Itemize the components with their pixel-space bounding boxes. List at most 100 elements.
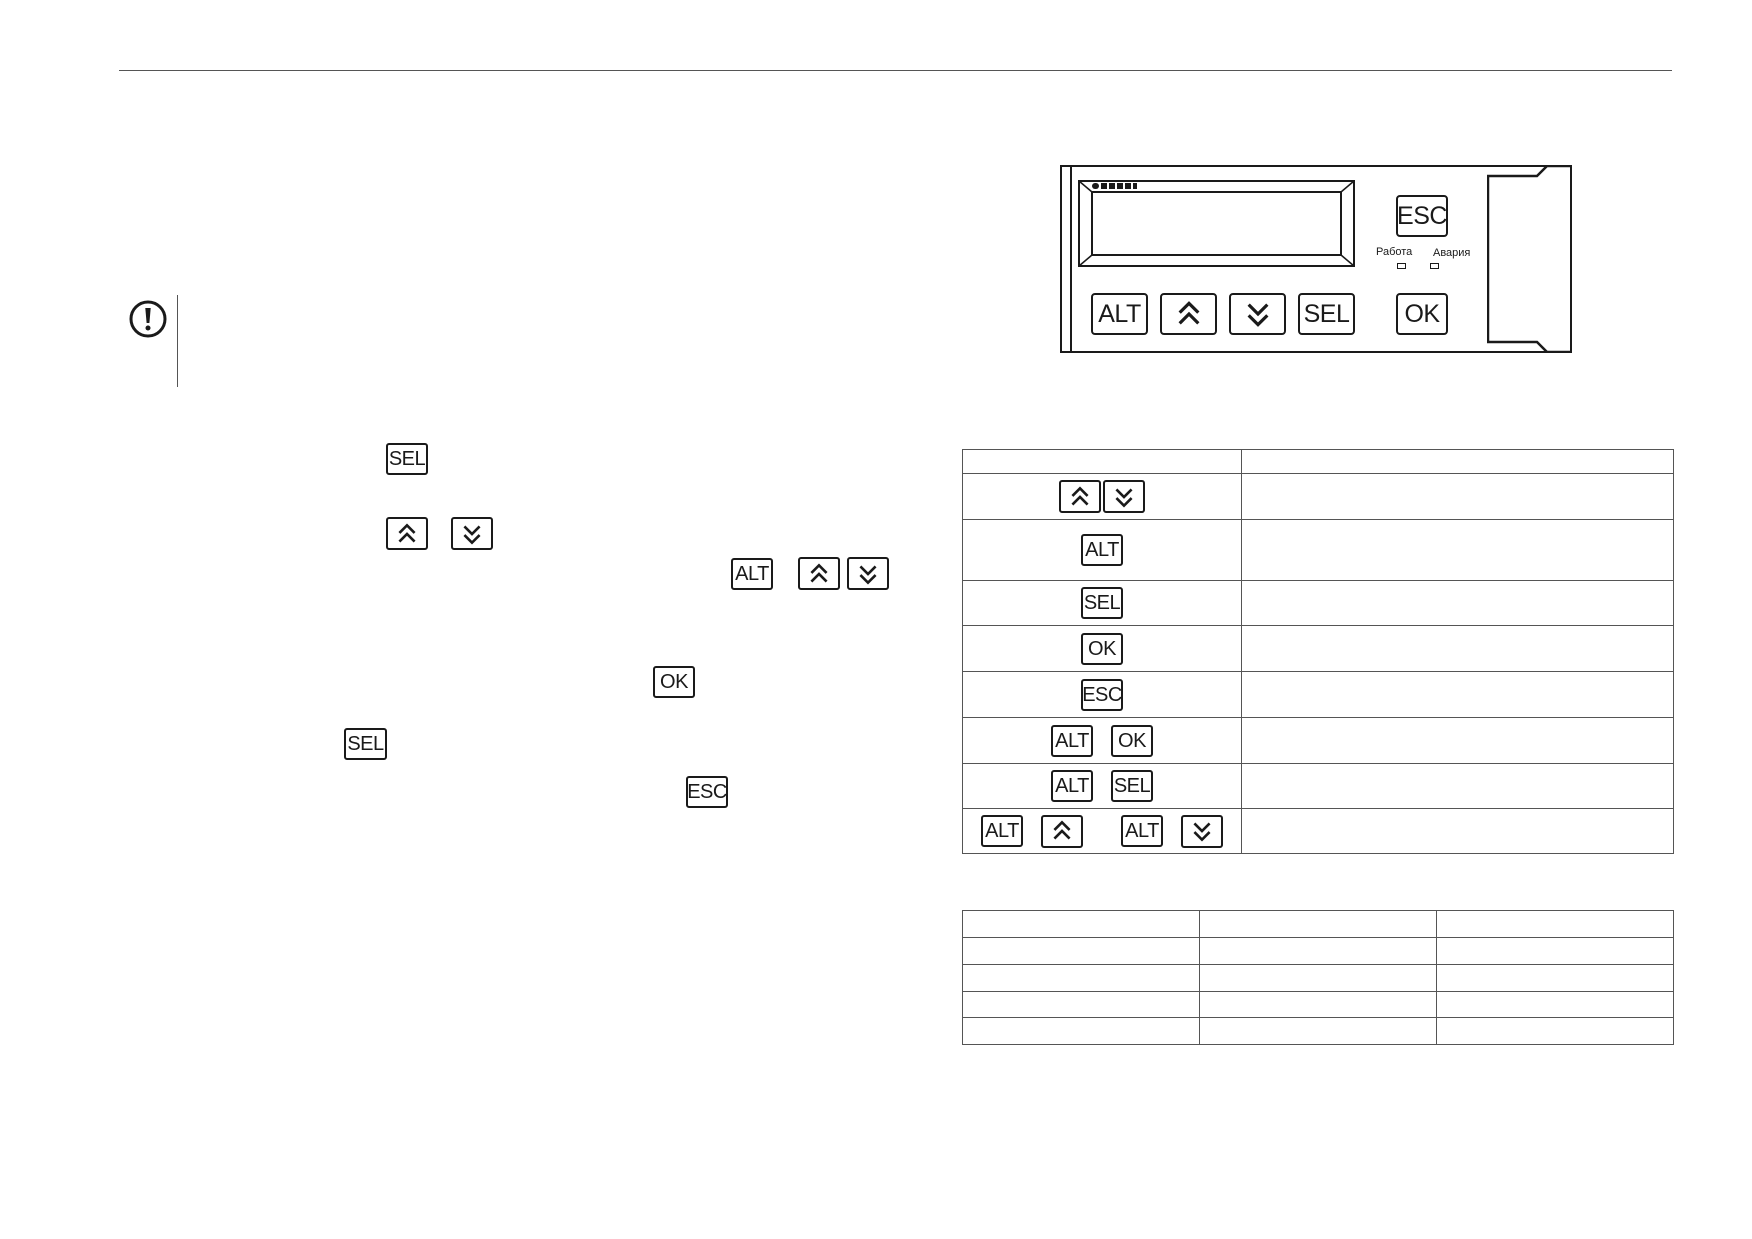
table-header-cell <box>1241 449 1674 474</box>
table-cell <box>1199 910 1437 938</box>
second-table <box>962 910 1674 1045</box>
description-cell <box>1241 808 1674 854</box>
double-chevron-up-icon <box>1049 818 1075 844</box>
key-cell: ALT ALT <box>962 808 1242 854</box>
device-front-panel: ESC Работа Авария ALT SEL OK <box>1060 165 1572 353</box>
table-row <box>962 473 1674 520</box>
table-row <box>962 1017 1674 1045</box>
down-key <box>1181 814 1223 848</box>
table-header-row <box>962 910 1674 938</box>
alt-key: ALT <box>1081 534 1123 566</box>
esc-key: ESC <box>686 776 728 808</box>
ok-button[interactable]: OK <box>1396 293 1448 335</box>
table-row: OK <box>962 625 1674 672</box>
table-cell <box>1199 1017 1437 1045</box>
ok-key: OK <box>1081 632 1123 665</box>
double-chevron-down-icon <box>855 561 881 587</box>
table-cell <box>1436 937 1674 965</box>
table-cell <box>1199 964 1437 992</box>
table-cell <box>962 937 1200 965</box>
table-cell <box>1436 964 1674 992</box>
ok-key: OK <box>1111 724 1153 757</box>
table-row: ALT <box>962 519 1674 581</box>
panel-frame <box>1060 165 1572 353</box>
table-row <box>962 964 1674 992</box>
ok-key: OK <box>653 666 695 698</box>
table-row: ALT OK <box>962 717 1674 764</box>
table-row: ALT ALT <box>962 808 1674 854</box>
alt-key: ALT <box>981 815 1023 847</box>
up-button[interactable] <box>1160 293 1217 335</box>
keys-table: ALT SEL OK ESC ALT O <box>962 449 1674 854</box>
down-key <box>1103 480 1145 513</box>
table-cell <box>962 1017 1200 1045</box>
table-cell <box>1199 991 1437 1018</box>
table-header-cell <box>962 449 1242 474</box>
led-alarm-label: Авария <box>1433 247 1471 259</box>
double-chevron-up-icon <box>394 521 420 547</box>
double-chevron-up-icon <box>1173 298 1205 330</box>
brand-logo <box>1092 183 1137 189</box>
description-cell <box>1241 625 1674 672</box>
double-chevron-up-icon <box>1067 484 1093 510</box>
sel-key: SEL <box>386 443 428 475</box>
table-header-row <box>962 449 1674 474</box>
key-cell: ESC <box>962 671 1242 718</box>
key-cell: ALT <box>962 519 1242 581</box>
panel-left-edge <box>1070 165 1072 353</box>
led-work <box>1397 263 1406 269</box>
lcd-display <box>1078 180 1355 267</box>
table-row: ALT SEL <box>962 763 1674 809</box>
double-chevron-down-icon <box>459 521 485 547</box>
description-cell <box>1241 717 1674 764</box>
esc-key: ESC <box>1081 678 1123 711</box>
down-key <box>847 557 889 590</box>
sel-button[interactable]: SEL <box>1298 293 1355 335</box>
alt-key: ALT <box>1121 815 1163 847</box>
description-cell <box>1241 519 1674 581</box>
table-cell <box>1436 1017 1674 1045</box>
table-row: SEL <box>962 580 1674 626</box>
sel-key: SEL <box>344 728 387 760</box>
up-key <box>798 557 840 590</box>
up-key <box>1059 480 1101 513</box>
sel-key: SEL <box>1111 770 1153 802</box>
key-cell: ALT OK <box>962 717 1242 764</box>
alt-key: ALT <box>731 558 773 590</box>
description-cell <box>1241 763 1674 809</box>
double-chevron-down-icon <box>1242 298 1274 330</box>
up-key <box>1041 814 1083 848</box>
header-rule <box>119 70 1672 71</box>
alt-key: ALT <box>1051 770 1093 802</box>
key-cell: OK <box>962 625 1242 672</box>
table-cell <box>1199 937 1437 965</box>
alt-key: ALT <box>1051 724 1093 757</box>
key-cell: SEL <box>962 580 1242 626</box>
double-chevron-down-icon <box>1111 484 1137 510</box>
double-chevron-down-icon <box>1189 818 1215 844</box>
table-cell <box>1436 910 1674 938</box>
warning-divider <box>177 295 178 387</box>
table-row <box>962 991 1674 1018</box>
description-cell <box>1241 671 1674 718</box>
table-row: ESC <box>962 671 1674 718</box>
down-key <box>451 517 493 550</box>
double-chevron-up-icon <box>806 561 832 587</box>
key-cell: ALT SEL <box>962 763 1242 809</box>
sel-key: SEL <box>1081 587 1123 619</box>
table-cell <box>962 964 1200 992</box>
table-cell <box>1436 991 1674 1018</box>
up-key <box>386 517 428 550</box>
table-cell <box>962 991 1200 1018</box>
led-work-label: Работа <box>1376 246 1413 258</box>
alt-button[interactable]: ALT <box>1091 293 1148 335</box>
table-row <box>962 937 1674 965</box>
table-cell <box>962 910 1200 938</box>
led-alarm <box>1430 263 1439 269</box>
description-cell <box>1241 473 1674 520</box>
down-button[interactable] <box>1229 293 1286 335</box>
exclamation-circle-icon <box>128 299 168 339</box>
key-cell <box>962 473 1242 520</box>
description-cell <box>1241 580 1674 626</box>
esc-button[interactable]: ESC <box>1396 195 1448 237</box>
